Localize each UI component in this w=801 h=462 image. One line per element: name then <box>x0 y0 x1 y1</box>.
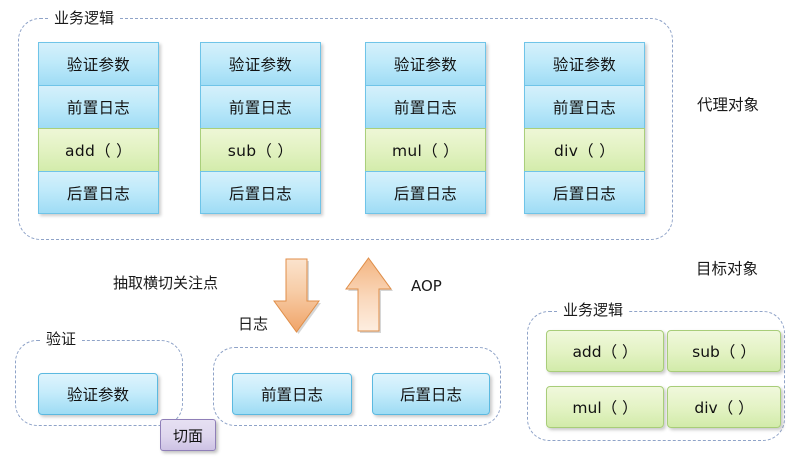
proxy-cell-after-log: 后置日志 <box>365 171 486 214</box>
proxy-cell-validate: 验证参数 <box>200 42 321 85</box>
target-object-caption: 目标对象 <box>696 260 759 278</box>
proxy-cell-validate: 验证参数 <box>38 42 159 85</box>
proxy-cell-validate: 验证参数 <box>524 42 645 85</box>
proxy-cell-before-log: 前置日志 <box>524 85 645 128</box>
proxy-cell-method: sub（ ） <box>200 128 321 171</box>
proxy-column-div: 验证参数 前置日志 div（ ） 后置日志 <box>524 42 645 214</box>
validate-aspect-label: 验证 <box>40 331 83 348</box>
proxy-column-add: 验证参数 前置日志 add（ ） 后置日志 <box>38 42 159 214</box>
proxy-group-label: 业务逻辑 <box>48 10 121 27</box>
extract-crosscutting-label: 抽取横切关注点 <box>113 274 219 292</box>
proxy-cell-after-log: 后置日志 <box>38 171 159 214</box>
aop-label: AOP <box>411 277 442 295</box>
after-log-box: 后置日志 <box>372 373 490 415</box>
proxy-cell-after-log: 后置日志 <box>524 171 645 214</box>
proxy-cell-after-log: 后置日志 <box>200 171 321 214</box>
target-business-frame <box>527 311 785 441</box>
target-method-mul: mul（ ） <box>546 386 664 428</box>
proxy-cell-before-log: 前置日志 <box>200 85 321 128</box>
validate-param-box: 验证参数 <box>38 373 158 415</box>
target-business-label: 业务逻辑 <box>557 302 630 319</box>
proxy-cell-validate: 验证参数 <box>365 42 486 85</box>
proxy-group-frame <box>18 18 673 240</box>
proxy-object-caption: 代理对象 <box>697 96 760 114</box>
proxy-cell-before-log: 前置日志 <box>365 85 486 128</box>
extract-down-arrow <box>271 258 323 338</box>
validate-aspect-frame <box>15 340 183 426</box>
logging-aspect-frame <box>213 347 501 426</box>
proxy-cell-method: mul（ ） <box>365 128 486 171</box>
proxy-column-sub: 验证参数 前置日志 sub（ ） 后置日志 <box>200 42 321 214</box>
proxy-column-mul: 验证参数 前置日志 mul（ ） 后置日志 <box>365 42 486 214</box>
target-method-div: div（ ） <box>667 386 781 428</box>
target-method-add: add（ ） <box>546 330 664 372</box>
target-method-sub: sub（ ） <box>667 330 781 372</box>
proxy-cell-before-log: 前置日志 <box>38 85 159 128</box>
logging-aspect-label: 日志 <box>232 316 275 333</box>
aspect-badge: 切面 <box>160 419 216 451</box>
before-log-box: 前置日志 <box>232 373 352 415</box>
proxy-cell-method: add（ ） <box>38 128 159 171</box>
proxy-cell-method: div（ ） <box>524 128 645 171</box>
aop-up-arrow <box>343 256 395 336</box>
